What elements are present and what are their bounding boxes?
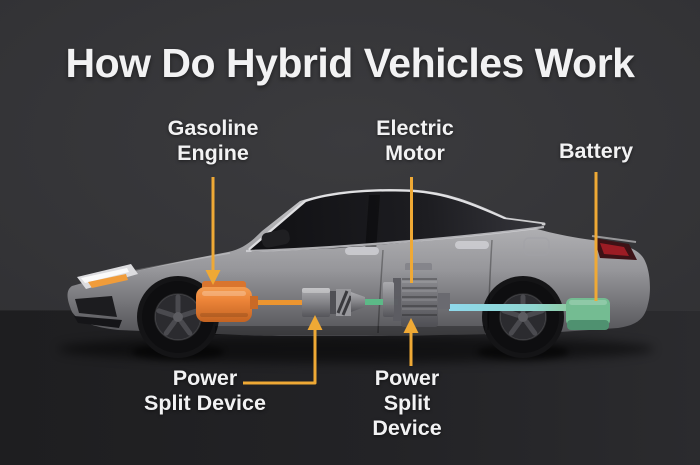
label-gasoline-engine-line2: Engine [177, 141, 249, 165]
engine-power-link [250, 300, 304, 305]
b-pillar [365, 195, 380, 247]
power-split-device-front-shape [302, 288, 365, 317]
door-handle-front [345, 247, 379, 255]
label-power-split-rear: Power Split Device [372, 366, 441, 441]
electric-motor-shape [383, 263, 450, 327]
front-lip [74, 316, 122, 328]
fuel-door [523, 237, 550, 256]
label-battery: Battery [559, 139, 633, 164]
label-power-split-front: Power Split Device [144, 366, 266, 416]
door-handle-rear [455, 241, 489, 249]
label-electric-motor: Electric Motor [376, 116, 454, 166]
front-door-seam [377, 249, 384, 334]
label-electric-motor-line2: Motor [385, 141, 445, 165]
label-power-split-rear-line3: Device [372, 416, 442, 440]
label-gasoline-engine-line1: Gasoline [167, 116, 259, 140]
page-title: How Do Hybrid Vehicles Work [65, 40, 636, 86]
motor-green-link [356, 299, 398, 305]
beltline-trim [245, 225, 545, 253]
car-headlight [77, 264, 138, 289]
rear-door-seam [487, 239, 493, 331]
label-electric-motor-line1: Electric [376, 116, 454, 140]
front-grille [75, 296, 117, 317]
callout-lines [205, 172, 598, 385]
side-mirror [261, 229, 290, 248]
battery-shape [566, 298, 610, 330]
label-gasoline-engine: Gasoline Engine [168, 116, 259, 166]
battery-cyan-link [449, 304, 569, 311]
car-window [250, 191, 542, 252]
callout-power-split-rear-arrowhead [403, 318, 419, 333]
rocker-shade [215, 326, 485, 335]
label-power-split-front-line2: Split Device [144, 391, 266, 415]
label-power-split-rear-line2: Split [383, 391, 431, 415]
callout-gasoline-engine-arrowhead [205, 270, 221, 285]
rear-wheel [487, 281, 559, 353]
label-power-split-front-line1: Power [172, 366, 238, 390]
callout-power-split-front-line [243, 328, 317, 385]
label-battery-line1: Battery [558, 139, 634, 163]
label-power-split-rear-line1: Power [374, 366, 440, 390]
callout-power-split-front-arrowhead [307, 315, 323, 330]
car-taillight [591, 235, 637, 260]
